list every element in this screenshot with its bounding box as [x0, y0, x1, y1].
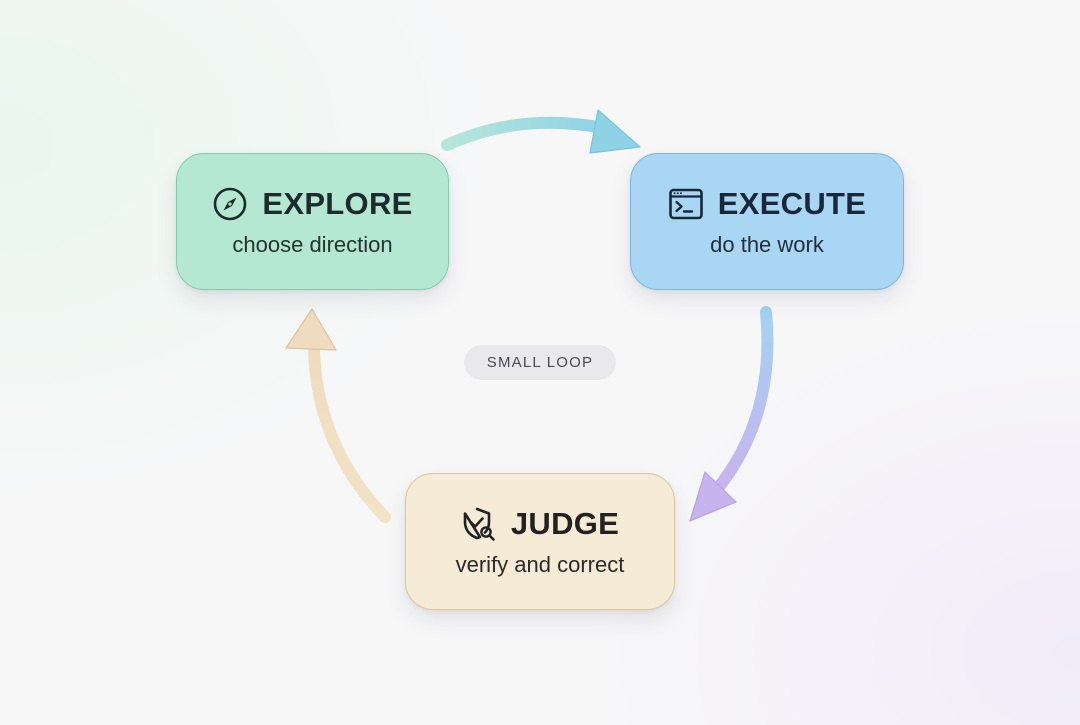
- small-loop-badge: SMALL LOOP: [464, 345, 616, 380]
- arrow-explore-to-execute: [441, 109, 641, 154]
- arrow-judge-to-explore: [285, 308, 391, 523]
- judge-node: JUDGE verify and correct: [405, 473, 675, 610]
- arrow-execute-to-judge: [689, 306, 774, 522]
- execute-subtitle: do the work: [710, 231, 824, 257]
- shield-search-icon: [461, 506, 497, 542]
- judge-subtitle: verify and correct: [455, 551, 625, 577]
- explore-subtitle: choose direction: [232, 231, 393, 257]
- execute-title: EXECUTE: [717, 185, 867, 221]
- explore-node: EXPLORE choose direction: [176, 153, 449, 290]
- terminal-icon: [668, 186, 704, 222]
- compass-icon: [212, 186, 248, 222]
- judge-title: JUDGE: [510, 505, 620, 541]
- explore-title: EXPLORE: [262, 185, 413, 221]
- execute-node: EXECUTE do the work: [630, 153, 904, 290]
